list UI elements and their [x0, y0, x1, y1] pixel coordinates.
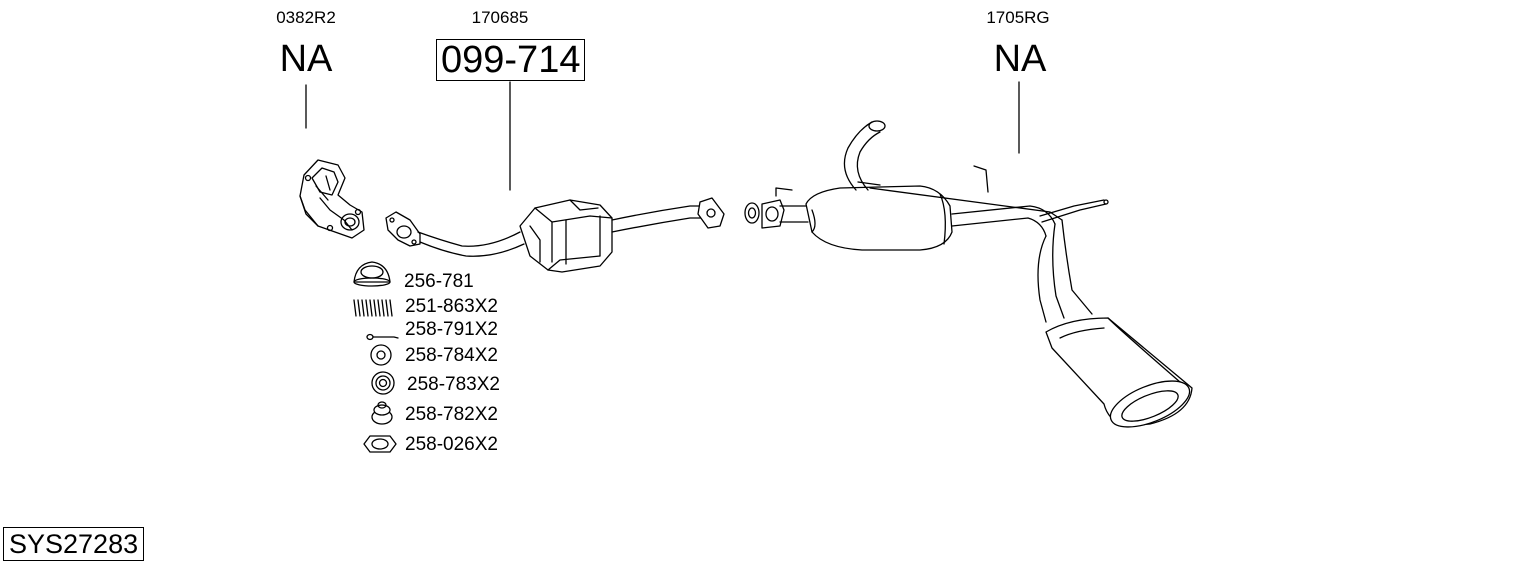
gasket-ring-icon: [353, 261, 391, 287]
pin-icon: [366, 333, 399, 341]
accessory-label: 258-791X2: [405, 319, 498, 340]
hex-nut-icon: [363, 435, 397, 453]
catalytic-converter-assembly: [385, 197, 725, 273]
accessory-label: 258-783X2: [407, 374, 500, 395]
position-3-ref: 1705RG: [986, 8, 1050, 27]
position-1-ref: 0382R2: [276, 8, 336, 27]
position-1-part: NA: [279, 38, 333, 80]
accessory-label: 258-026X2: [405, 434, 498, 455]
accessory-label: 258-784X2: [405, 345, 498, 366]
accessory-label: 256-781: [404, 271, 474, 292]
position-2-part[interactable]: 099-714: [436, 39, 586, 81]
position-3-part: NA: [993, 38, 1047, 80]
accessory-label: 251-863X2: [405, 296, 498, 317]
position-2-ref: 170685: [471, 8, 529, 27]
washer-icon: [370, 344, 392, 366]
rubber-mount-icon: [371, 371, 395, 395]
accessory-label: 258-782X2: [405, 404, 498, 425]
bushing-icon: [371, 401, 393, 425]
rear-silencer-assembly: [744, 120, 1193, 428]
spring-icon: [353, 299, 393, 317]
manifold-part: [299, 159, 365, 239]
system-code: SYS27283: [3, 527, 145, 561]
